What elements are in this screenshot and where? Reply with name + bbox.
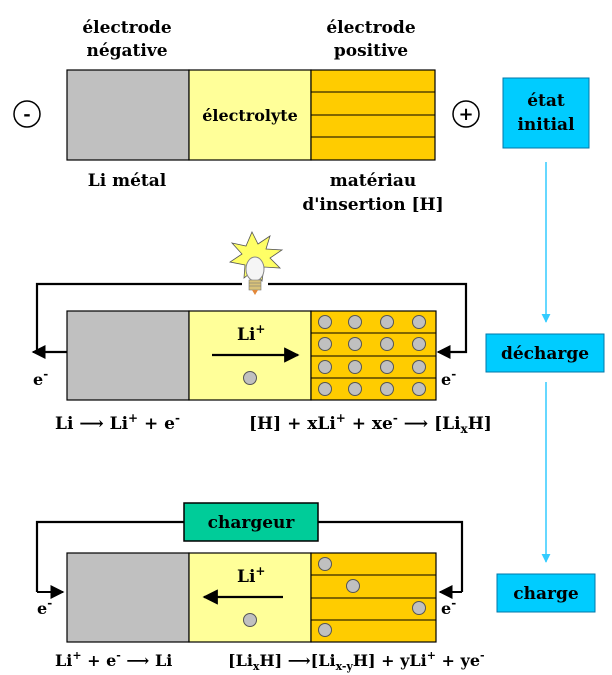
inserted-li-particle: [380, 315, 394, 329]
charge-particles: [318, 557, 426, 637]
charge-equation-right: [LixH] ⟶[Lix-yH] + yLi+ + ye-: [228, 649, 485, 673]
inserted-li-particle: [318, 337, 332, 351]
negative-electrode-discharge: [66, 310, 190, 401]
pos-material-label-1: matériau: [330, 171, 416, 191]
inserted-li-particle: [380, 382, 394, 396]
neg-electrode-label-1: électrode: [82, 18, 171, 38]
negative-electrode-top: [66, 69, 190, 161]
inserted-li-particle: [412, 382, 426, 396]
state-charge-box: charge: [496, 573, 596, 613]
state-initial-label-1: état: [527, 91, 565, 111]
inserted-li-particle: [412, 315, 426, 329]
lightbulb-icon: [228, 231, 284, 295]
inserted-li-particle: [318, 360, 332, 374]
discharge-particles: [318, 315, 426, 396]
positive-electrode-charge: [310, 552, 437, 643]
positive-electrode-top: [310, 69, 436, 161]
discharge-ion-label: Li+: [237, 322, 265, 345]
inserted-li-particle: [380, 360, 394, 374]
negative-electrode-charge: [66, 552, 190, 643]
charge-li-ion: [243, 613, 257, 627]
plus-terminal: +: [452, 100, 480, 128]
charger-label: chargeur: [208, 513, 296, 533]
inserted-li-particle: [348, 360, 362, 374]
inserted-li-particle: [380, 337, 394, 351]
state-initial-box: état initial: [502, 77, 590, 149]
inserted-li-particle: [348, 337, 362, 351]
charge-circuit-wire: [35, 520, 464, 592]
state-charge-label: charge: [513, 584, 579, 604]
pos-electrode-label-2: positive: [334, 41, 408, 61]
minus-sign: -: [23, 104, 30, 125]
inserted-li-particle: [412, 360, 426, 374]
minus-terminal: -: [13, 100, 41, 128]
pos-material-label-2: d'insertion [H]: [302, 195, 443, 215]
state-initial-label-2: initial: [517, 115, 575, 135]
charge-equation-left: Li+ + e- ⟶ Li: [55, 649, 172, 670]
charge-electron-left: e-: [37, 596, 52, 618]
charger-box: chargeur: [183, 502, 319, 542]
inserted-li-particle: [348, 382, 362, 396]
neg-electrode-label-2: négative: [86, 41, 167, 61]
electrolyte-label: électrolyte: [202, 106, 298, 125]
state-decharge-box: décharge: [485, 333, 605, 373]
pos-electrode-label-1: électrode: [326, 18, 415, 38]
discharge-electron-right: e-: [441, 367, 456, 389]
electrolyte-top: [188, 69, 312, 161]
inserted-li-particle: [412, 337, 426, 351]
plus-sign: +: [458, 104, 473, 125]
charge-ion-label: Li+: [237, 564, 265, 587]
charge-electron-right: e-: [441, 596, 456, 618]
discharge-equation-left: Li ⟶ Li+ + e-: [55, 411, 180, 434]
discharge-equation-right: [H] + xLi+ + xe- ⟶ [LixH]: [249, 411, 492, 436]
state-decharge-label: décharge: [501, 344, 589, 364]
inserted-li-particle: [318, 382, 332, 396]
inserted-li-particle: [318, 315, 332, 329]
discharge-electron-left: e-: [33, 367, 48, 389]
neg-material-label: Li métal: [88, 171, 167, 191]
discharge-li-ion: [243, 371, 257, 385]
inserted-li-particle: [348, 315, 362, 329]
